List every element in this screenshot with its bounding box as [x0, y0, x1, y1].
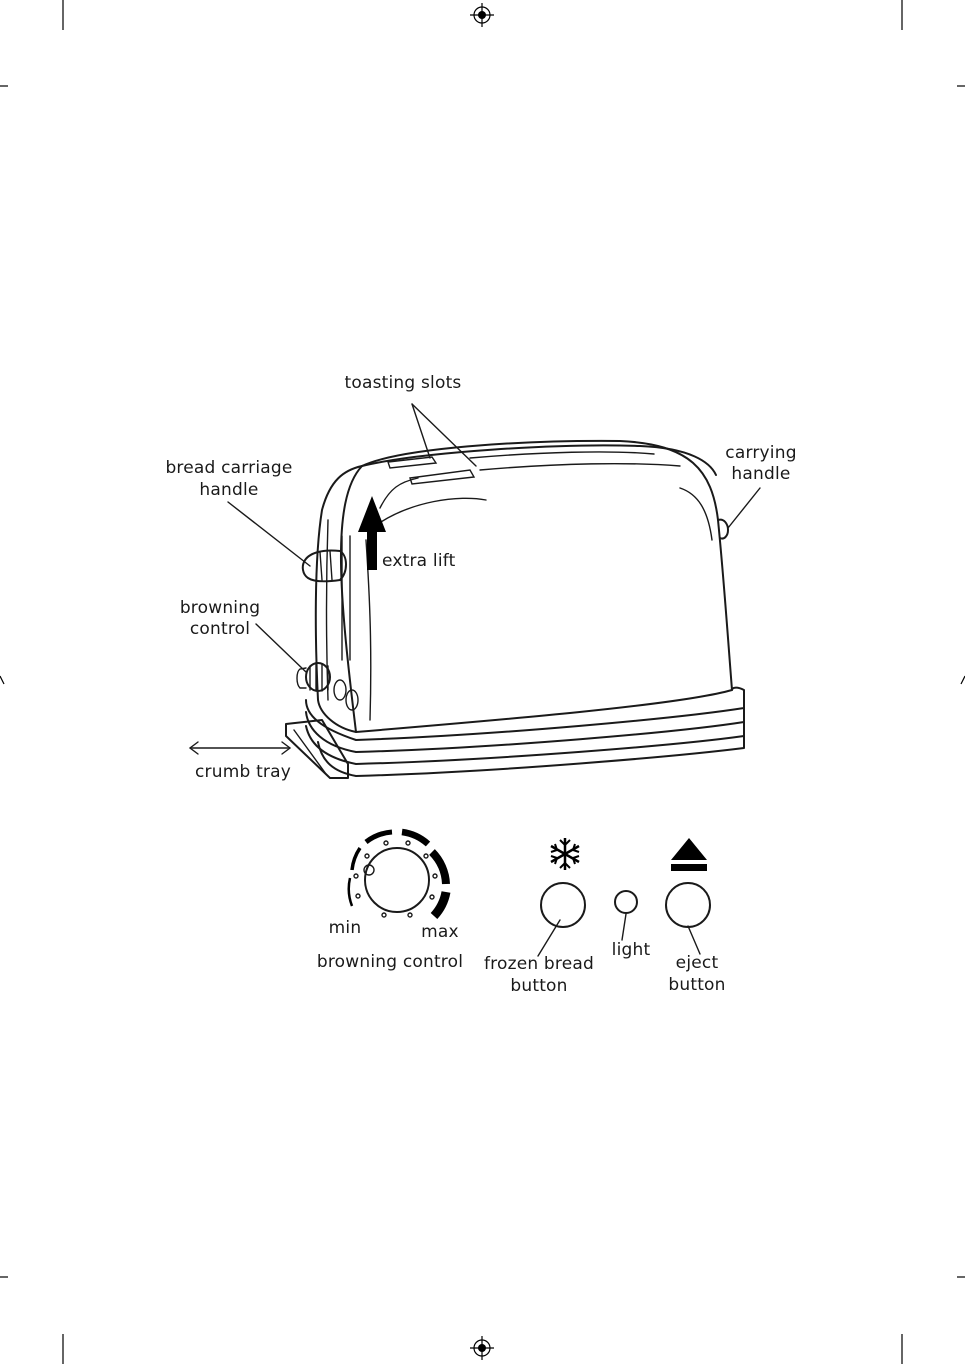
snowflake-icon: [551, 838, 579, 870]
labels: toasting slots bread carriage handle car…: [165, 373, 796, 996]
label-bread-carriage-1: bread carriage: [165, 458, 292, 478]
eject-icon: [671, 838, 707, 871]
toaster-illustration: [286, 441, 744, 778]
registration-mark-icon: [470, 3, 494, 27]
label-extra-lift: extra lift: [382, 551, 456, 571]
label-browning-control-2: control: [190, 619, 250, 639]
eject-button[interactable]: [666, 883, 710, 927]
label-crumb-tray: crumb tray: [195, 762, 291, 782]
browning-dial: [349, 832, 446, 917]
label-carrying-handle-1: carrying: [725, 443, 796, 463]
registration-mark-icon: [470, 1336, 494, 1360]
label-dial-min: min: [329, 918, 362, 938]
label-light: light: [612, 940, 651, 960]
label-frozen-bread-1: frozen bread: [484, 954, 594, 974]
label-carrying-handle-2: handle: [731, 464, 790, 484]
frozen-bread-button[interactable]: [541, 883, 585, 927]
label-eject-2: button: [668, 975, 725, 995]
label-bread-carriage-2: handle: [199, 480, 258, 500]
label-dial-max: max: [421, 922, 459, 942]
indicator-light: [615, 891, 637, 913]
label-browning-control-1: browning: [180, 598, 260, 618]
label-browning-control-panel: browning control: [317, 952, 463, 972]
label-frozen-bread-2: button: [510, 976, 567, 996]
label-toasting-slots: toasting slots: [344, 373, 461, 393]
label-eject-1: eject: [676, 953, 719, 973]
